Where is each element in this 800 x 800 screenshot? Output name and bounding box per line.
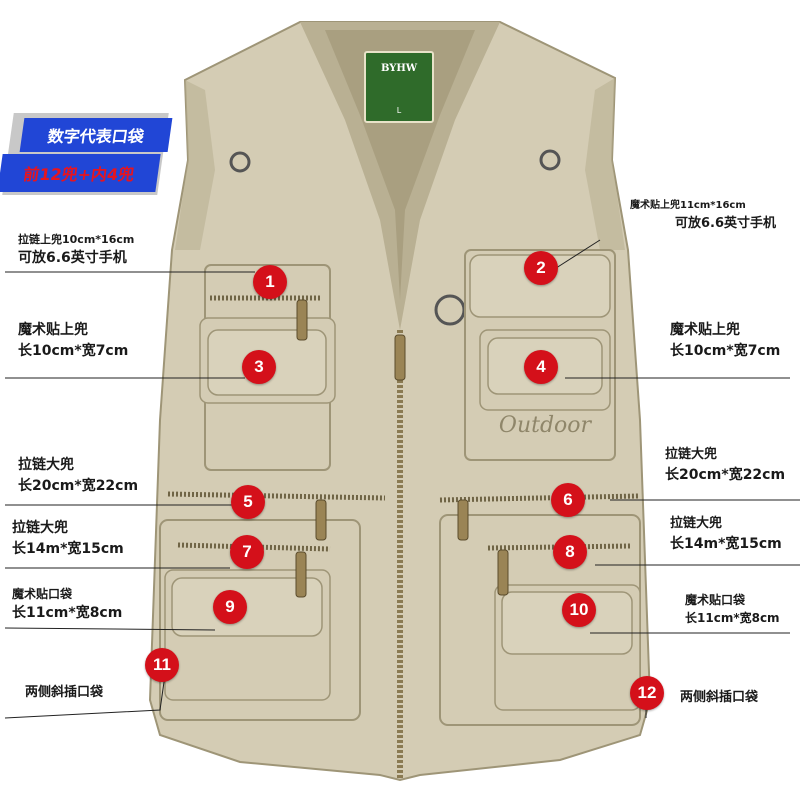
callout-line: 拉链大兜 <box>670 516 723 531</box>
callout-label-11: 两侧斜插口袋 <box>25 685 103 705</box>
pocket-number-badge: 4 <box>524 350 558 384</box>
callout-line: 魔术贴口袋 <box>12 587 73 601</box>
pocket-number-badge: 9 <box>213 590 247 624</box>
pocket-number-badge: 3 <box>242 350 276 384</box>
brand-size-text: L <box>397 106 402 115</box>
zipper-pull <box>296 299 308 341</box>
callout-line: 长10cm*宽7cm <box>670 342 781 359</box>
pocket-number-badge: 5 <box>231 485 265 519</box>
right-armhole <box>585 78 625 250</box>
callout-line: 长10cm*宽7cm <box>18 342 129 359</box>
callout-label-10: 魔术贴口袋长11cm*宽8cm <box>685 593 780 630</box>
callout-line: 长11cm*宽8cm <box>685 611 780 626</box>
callout-label-3: 魔术贴上兜长10cm*宽7cm <box>18 322 128 364</box>
zipper-pull <box>295 551 307 598</box>
pocket-10-flap <box>501 591 633 655</box>
callout-leaders <box>4 239 800 719</box>
callout-label-5: 拉链大兜长20cm*宽22cm <box>18 457 138 499</box>
vest-inner-back <box>325 30 475 300</box>
zipper-pull <box>457 499 469 541</box>
callout-line: 长14m*宽15cm <box>12 540 124 557</box>
callout-label-1: 拉链上兜10cm*16cm 可放6.6英寸手机 <box>18 233 134 271</box>
callout-line: 长20cm*宽22cm <box>665 466 786 483</box>
callout-line: 长14m*宽15cm <box>670 535 782 552</box>
right-d-ring <box>539 149 561 171</box>
callout-label-6: 拉链大兜长20cm*宽22cm <box>665 447 785 487</box>
pocket-number-badge: 7 <box>230 535 264 569</box>
callout-leader-line <box>4 627 216 631</box>
callout-line: 拉链大兜 <box>18 457 74 473</box>
callout-label-12: 两侧斜插口袋 <box>680 690 758 710</box>
brand-label-patch <box>364 51 434 123</box>
pocket-number-badge: 6 <box>551 483 585 517</box>
zipper-pull <box>394 334 406 381</box>
callout-line: 拉链上兜10cm*16cm <box>18 233 135 246</box>
pocket-number-badge: 8 <box>553 535 587 569</box>
callout-line: 魔术贴上兜 <box>18 322 88 338</box>
callout-leader-line <box>4 674 166 719</box>
callout-line: 长20cm*宽22cm <box>18 477 139 494</box>
left-d-ring <box>229 151 251 173</box>
brand-label-text: BYHW <box>381 63 418 74</box>
legend-subtitle: 前12兜+内4兜 <box>0 154 161 192</box>
callout-line: 长11cm*宽8cm <box>12 605 123 622</box>
callout-line: 魔术贴上兜11cm*16cm <box>630 200 746 211</box>
callout-line: 拉链大兜 <box>665 447 718 462</box>
zipper-pull <box>315 499 327 541</box>
callout-line: 两侧斜插口袋 <box>25 685 104 700</box>
callout-line: 可放6.6英寸手机 <box>675 216 777 231</box>
callout-label-2: 魔术贴上兜11cm*16cm 可放6.6英寸手机 <box>630 200 776 236</box>
pocket-9-flap <box>171 577 323 637</box>
left-armhole <box>175 80 215 250</box>
legend-title: 数字代表口袋 <box>19 118 173 152</box>
callout-line: 可放6.6英寸手机 <box>18 250 127 267</box>
callout-line: 拉链大兜 <box>12 520 68 536</box>
callout-label-7: 拉链大兜长14m*宽15cm <box>12 520 124 562</box>
callout-label-4: 魔术贴上兜长10cm*宽7cm <box>670 322 780 364</box>
pocket-number-badge: 2 <box>524 251 558 285</box>
callout-label-9: 魔术贴口袋长11cm*宽8cm <box>12 587 122 626</box>
callout-line: 魔术贴上兜 <box>670 322 740 338</box>
zipper-pull <box>497 549 509 596</box>
pocket-number-badge: 1 <box>253 265 287 299</box>
pocket-5-zipper <box>167 491 386 501</box>
embroidery-text: Outdoor <box>499 413 593 438</box>
pocket-number-badge: 11 <box>145 648 179 682</box>
callout-leader-line <box>552 239 601 271</box>
callout-line: 魔术贴口袋 <box>685 593 746 607</box>
callout-label-8: 拉链大兜长14m*宽15cm <box>670 516 782 556</box>
pocket-number-badge: 10 <box>562 593 596 627</box>
pocket-6-zipper <box>439 493 639 503</box>
callout-line: 两侧斜插口袋 <box>680 690 759 705</box>
pocket-number-badge: 12 <box>630 676 664 710</box>
